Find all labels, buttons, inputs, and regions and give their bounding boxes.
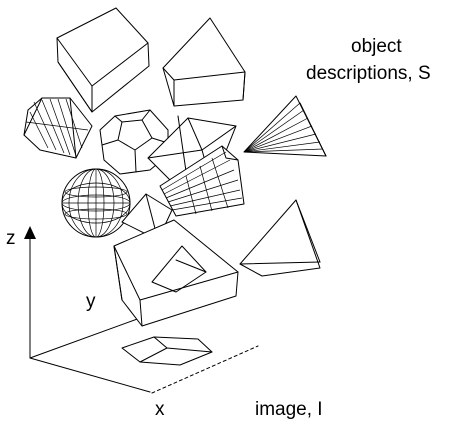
image-plane (151, 345, 259, 394)
box-lower (113, 219, 239, 327)
object-descriptions-label-line1: object (351, 36, 402, 57)
wire-sphere (61, 168, 131, 238)
box-top-left (56, 7, 150, 113)
y-axis-label: y (86, 291, 96, 312)
z-axis-arrowhead (24, 226, 36, 239)
coordinate-axes (24, 226, 151, 393)
striped-wedge (23, 97, 93, 159)
z-axis-label: z (6, 228, 16, 249)
x-axis (29, 357, 151, 393)
object-descriptions-label-line2: descriptions, S (306, 63, 431, 84)
image-plane-edge-dashed (151, 345, 259, 394)
box-top-middle (162, 17, 246, 107)
image-label: image, I (255, 399, 323, 420)
y-axis (29, 317, 141, 359)
triangular-prism (239, 199, 321, 277)
fan-cone (243, 95, 327, 157)
x-axis-label: x (155, 399, 165, 420)
striped-cone (159, 145, 245, 217)
image-shape (121, 336, 213, 366)
